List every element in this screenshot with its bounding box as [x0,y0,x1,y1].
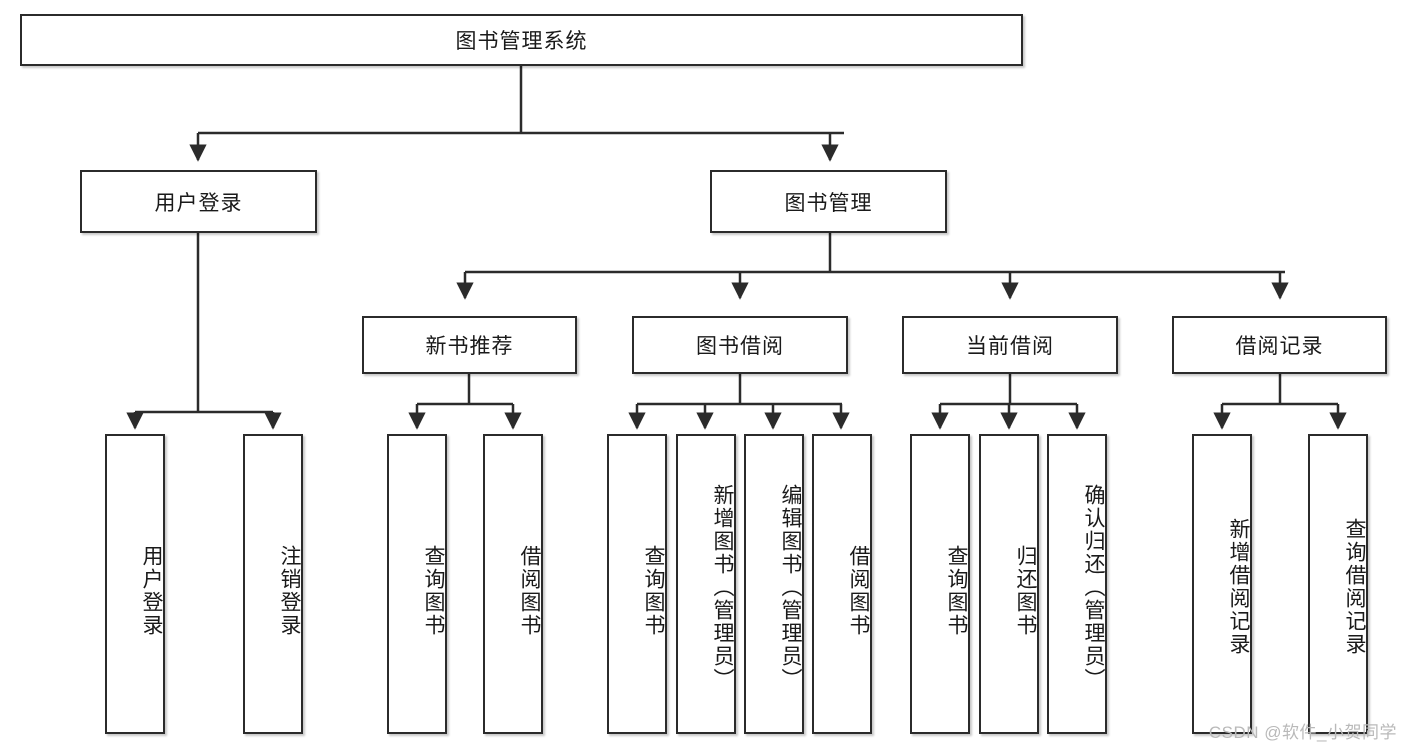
node-current-borrow[interactable]: 当前借阅 [902,316,1118,374]
node-leaf-edit-book-label: 编辑图书（管理员） [779,483,802,691]
node-leaf-query-book-3[interactable]: 查询图书 [910,434,970,734]
node-leaf-query-book-2[interactable]: 查询图书 [607,434,667,734]
node-root[interactable]: 图书管理系统 [20,14,1023,66]
node-leaf-user-login[interactable]: 用户登录 [105,434,165,734]
node-leaf-add-book[interactable]: 新增图书（管理员） [676,434,736,734]
node-leaf-borrow-book-1[interactable]: 借阅图书 [483,434,543,734]
node-leaf-add-record-label: 新增借阅记录 [1227,518,1250,656]
node-leaf-query-book-3-label: 查询图书 [945,545,968,637]
node-new-book-rec[interactable]: 新书推荐 [362,316,577,374]
node-leaf-confirm-return-label: 确认归还（管理员） [1082,483,1105,691]
node-leaf-query-book-1[interactable]: 查询图书 [387,434,447,734]
node-leaf-borrow-book-2-label: 借阅图书 [847,545,870,637]
node-new-book-rec-label: 新书推荐 [425,335,514,358]
node-book-manage-label: 图书管理 [784,191,873,215]
node-leaf-edit-book[interactable]: 编辑图书（管理员） [744,434,804,734]
node-root-label: 图书管理系统 [455,30,588,53]
node-leaf-user-login-label: 用户登录 [140,545,163,637]
node-book-manage[interactable]: 图书管理 [710,170,947,233]
node-user-login-label: 用户登录 [154,191,243,215]
node-leaf-return-book-label: 归还图书 [1014,545,1037,637]
node-book-borrow[interactable]: 图书借阅 [632,316,848,374]
watermark: CSDN @软件_小贺同学 [1208,723,1397,742]
node-leaf-confirm-return[interactable]: 确认归还（管理员） [1047,434,1107,734]
node-leaf-add-book-label: 新增图书（管理员） [711,483,734,691]
node-book-borrow-label: 图书借阅 [696,335,784,358]
node-leaf-add-record[interactable]: 新增借阅记录 [1192,434,1252,734]
node-leaf-borrow-book-1-label: 借阅图书 [518,545,541,637]
node-borrow-record-label: 借阅记录 [1235,335,1324,358]
node-leaf-query-record-label: 查询借阅记录 [1343,518,1366,656]
node-borrow-record[interactable]: 借阅记录 [1172,316,1387,374]
node-leaf-return-book[interactable]: 归还图书 [979,434,1039,734]
node-leaf-query-book-1-label: 查询图书 [422,545,445,637]
node-leaf-user-logout[interactable]: 注销登录 [243,434,303,734]
node-user-login[interactable]: 用户登录 [80,170,317,233]
node-leaf-borrow-book-2[interactable]: 借阅图书 [812,434,872,734]
node-leaf-user-logout-label: 注销登录 [278,545,301,637]
node-current-borrow-label: 当前借阅 [966,335,1054,358]
node-leaf-query-record[interactable]: 查询借阅记录 [1308,434,1368,734]
node-leaf-query-book-2-label: 查询图书 [642,545,665,637]
